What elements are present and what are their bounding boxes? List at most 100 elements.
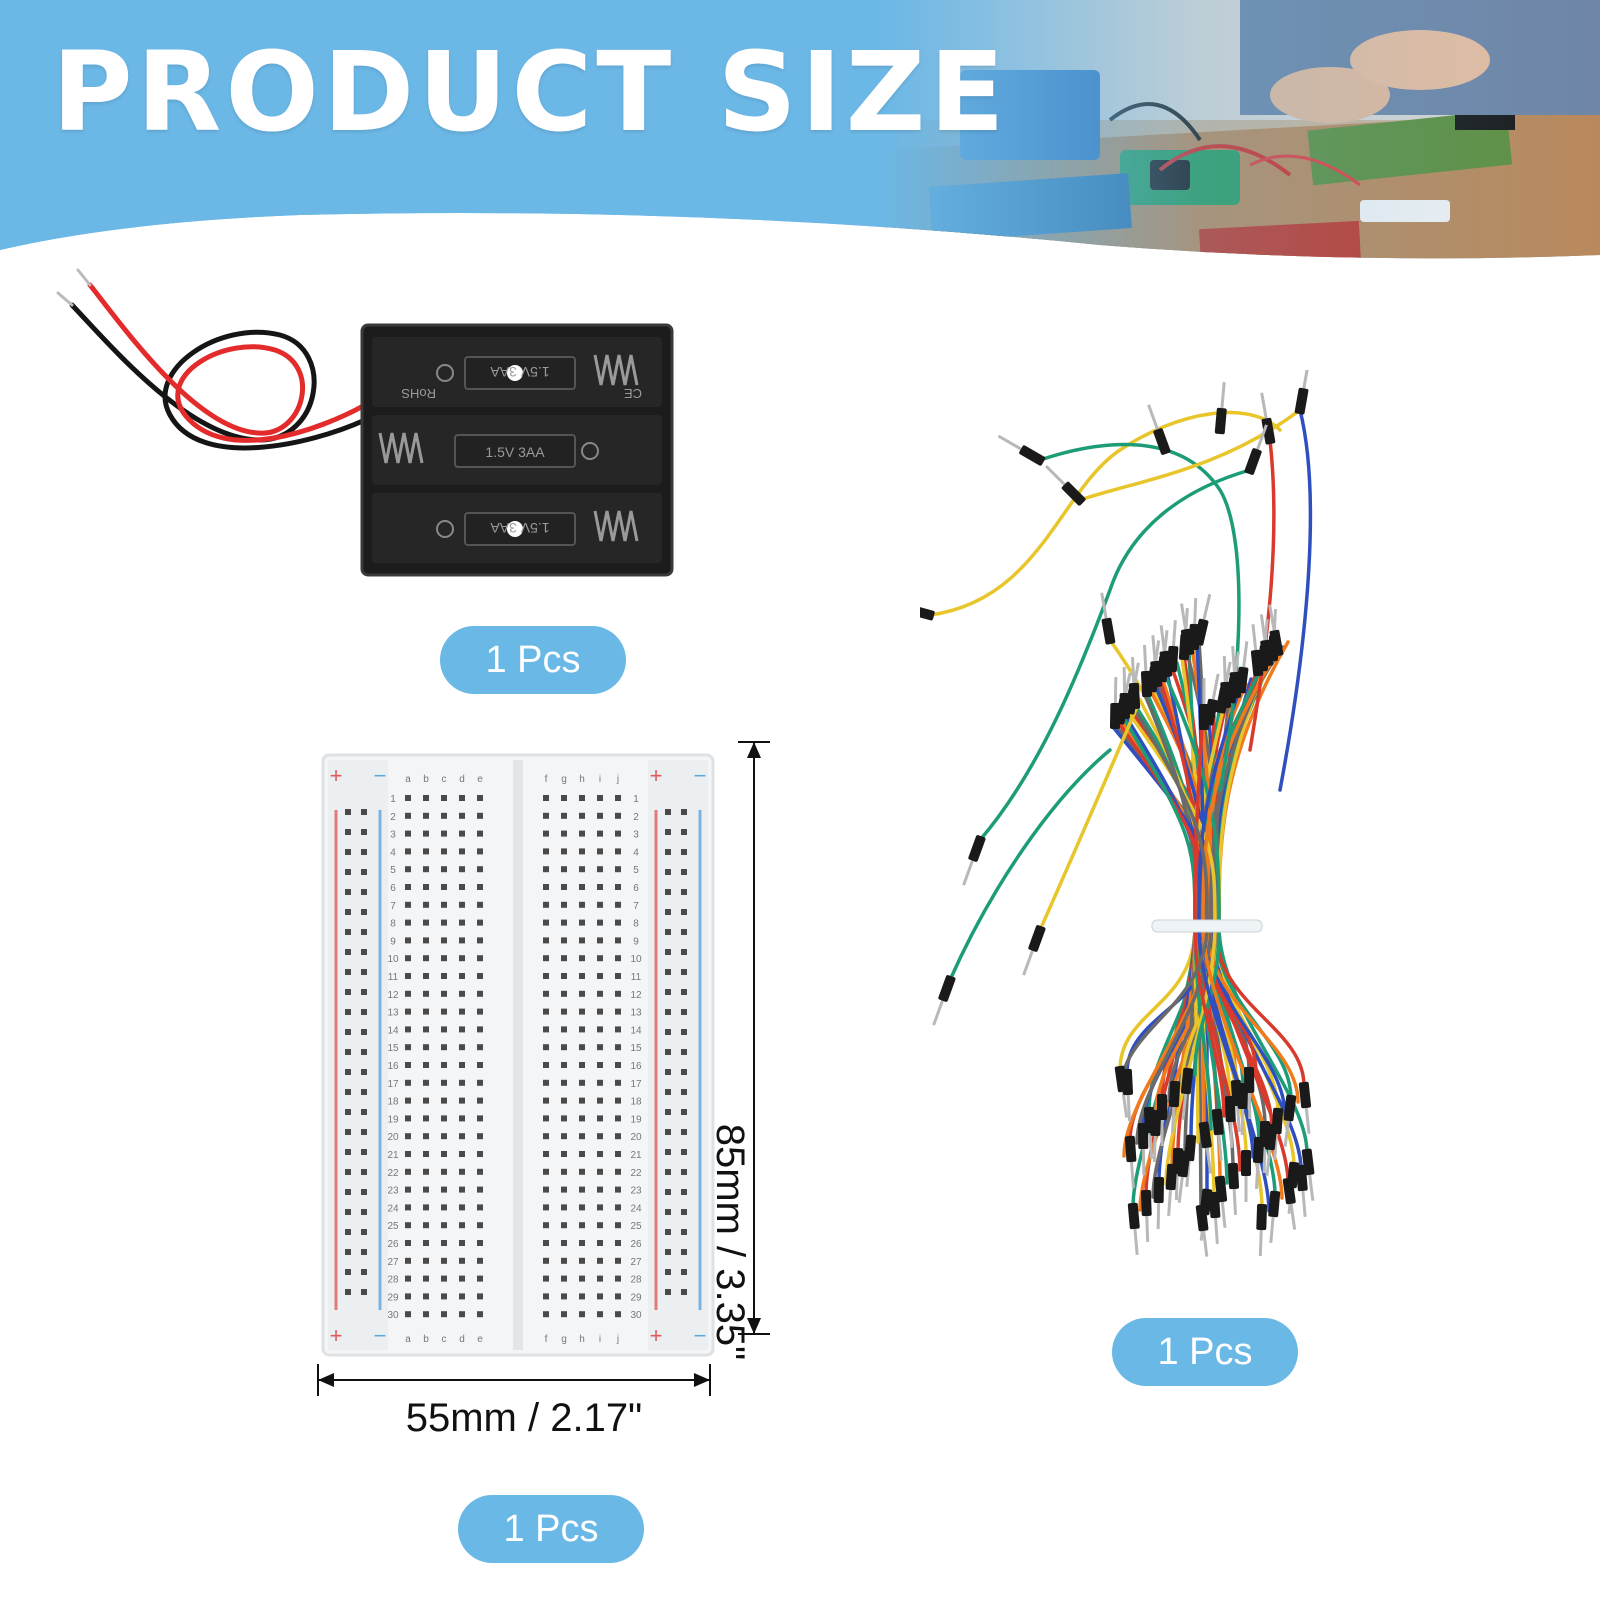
breadboard-hole bbox=[681, 1129, 687, 1135]
breadboard-hole bbox=[361, 1009, 367, 1015]
cable-tie bbox=[1151, 919, 1263, 933]
breadboard-hole bbox=[665, 1089, 671, 1095]
breadboard-hole bbox=[477, 1079, 483, 1086]
breadboard-hole bbox=[597, 1204, 603, 1211]
jumper-wires-image bbox=[920, 370, 1315, 1257]
breadboard-hole bbox=[543, 1044, 549, 1051]
breadboard-hole bbox=[665, 1069, 671, 1075]
column-letter-bottom: c bbox=[442, 1334, 447, 1345]
breadboard-hole bbox=[681, 909, 687, 915]
breadboard-hole bbox=[405, 1168, 411, 1175]
breadboard-hole bbox=[423, 901, 429, 908]
jumper-pin bbox=[1165, 1163, 1178, 1216]
breadboard-hole bbox=[459, 1186, 465, 1193]
breadboard-hole bbox=[459, 848, 465, 855]
jumper-pin bbox=[1147, 404, 1171, 455]
column-letter-bottom: j bbox=[616, 1334, 619, 1345]
breadboard-hole bbox=[561, 1186, 567, 1193]
jumper-pin bbox=[1235, 641, 1249, 694]
breadboard-hole bbox=[579, 866, 585, 873]
breadboard-hole bbox=[597, 1097, 603, 1104]
breadboard-hole bbox=[665, 1249, 671, 1255]
battery-wires bbox=[56, 268, 368, 451]
breadboard-hole bbox=[405, 937, 411, 944]
breadboard-hole bbox=[543, 830, 549, 837]
breadboard-hole bbox=[423, 919, 429, 926]
jumper-pin bbox=[1150, 1109, 1162, 1163]
breadboard-hole bbox=[405, 901, 411, 908]
breadboard-hole bbox=[477, 1311, 483, 1318]
breadboard-hole bbox=[681, 1249, 687, 1255]
breadboard-hole bbox=[459, 1097, 465, 1104]
breadboard-hole bbox=[361, 1229, 367, 1235]
breadboard-hole bbox=[423, 1186, 429, 1193]
breadboard-hole bbox=[597, 937, 603, 944]
breadboard-hole bbox=[441, 1204, 447, 1211]
breadboard-hole bbox=[423, 795, 429, 801]
jumper-pin bbox=[1298, 1081, 1312, 1134]
jumper-pin bbox=[1121, 1068, 1134, 1122]
breadboard-hole bbox=[423, 1151, 429, 1157]
breadboard-hole bbox=[561, 1222, 567, 1229]
jumper-wire bbox=[928, 410, 1282, 617]
row-number-right: 24 bbox=[630, 1203, 642, 1214]
breadboard-hole bbox=[597, 1168, 603, 1175]
breadboard-hole bbox=[477, 919, 483, 926]
row-number-right: 14 bbox=[630, 1025, 642, 1036]
breadboard-hole bbox=[543, 795, 549, 801]
breadboard-hole bbox=[423, 1062, 429, 1068]
breadboard-hole bbox=[345, 949, 351, 955]
jumper-pin bbox=[1208, 1191, 1221, 1244]
cell-label-2: 1.5V 3AA bbox=[485, 444, 545, 460]
breadboard-hole bbox=[405, 1097, 411, 1104]
breadboard-hole bbox=[543, 1204, 549, 1211]
breadboard-hole bbox=[423, 1133, 429, 1140]
breadboard-hole bbox=[561, 1311, 567, 1318]
breadboard-hole bbox=[423, 1008, 429, 1015]
row-number-left: 2 bbox=[390, 812, 396, 823]
width-dimension-label: 55mm / 2.17" bbox=[405, 1396, 643, 1440]
breadboard-hole bbox=[579, 1311, 585, 1318]
breadboard-hole bbox=[681, 929, 687, 935]
breadboard-hole bbox=[441, 795, 447, 801]
breadboard-hole bbox=[665, 909, 671, 915]
breadboard-hole bbox=[459, 1044, 465, 1051]
breadboard-hole bbox=[579, 884, 585, 890]
row-number-left: 22 bbox=[387, 1168, 399, 1179]
row-number-right: 30 bbox=[630, 1310, 642, 1321]
row-number-right: 28 bbox=[630, 1275, 642, 1286]
jumper-pin bbox=[1180, 1067, 1194, 1120]
row-number-left: 6 bbox=[390, 883, 396, 894]
jumper-pin bbox=[1211, 1108, 1224, 1161]
jumper-wire bbox=[1163, 673, 1221, 1077]
breadboard-hole bbox=[423, 1293, 429, 1300]
breadboard-hole bbox=[441, 1222, 447, 1229]
breadboard-hole bbox=[561, 1115, 567, 1122]
breadboard-hole bbox=[579, 1257, 585, 1264]
row-number-left: 23 bbox=[387, 1186, 399, 1197]
breadboard-hole bbox=[597, 1275, 603, 1282]
column-letter-bottom: e bbox=[477, 1334, 483, 1345]
breadboard-hole bbox=[681, 1109, 687, 1115]
breadboard-hole bbox=[405, 884, 411, 890]
breadboard-hole bbox=[345, 1149, 351, 1155]
breadboard-hole bbox=[561, 866, 567, 873]
row-number-left: 8 bbox=[390, 919, 396, 930]
jumper-pin bbox=[1264, 1123, 1278, 1176]
breadboard-hole bbox=[681, 809, 687, 815]
breadboard-hole bbox=[543, 1151, 549, 1157]
breadboard-hole bbox=[459, 1151, 465, 1157]
breadboard-hole bbox=[615, 1168, 621, 1175]
breadboard-hole bbox=[405, 1151, 411, 1157]
breadboard-hole bbox=[615, 812, 621, 819]
column-letter-bottom: h bbox=[579, 1334, 585, 1345]
breadboard-hole bbox=[477, 1222, 483, 1229]
jumper-wire-pins bbox=[920, 370, 1315, 1257]
breadboard-hole bbox=[561, 1257, 567, 1264]
breadboard-hole bbox=[579, 1293, 585, 1300]
breadboard-hole bbox=[561, 1168, 567, 1175]
breadboard-hole bbox=[579, 1044, 585, 1051]
breadboard-hole bbox=[423, 1079, 429, 1086]
breadboard-hole bbox=[345, 1029, 351, 1035]
